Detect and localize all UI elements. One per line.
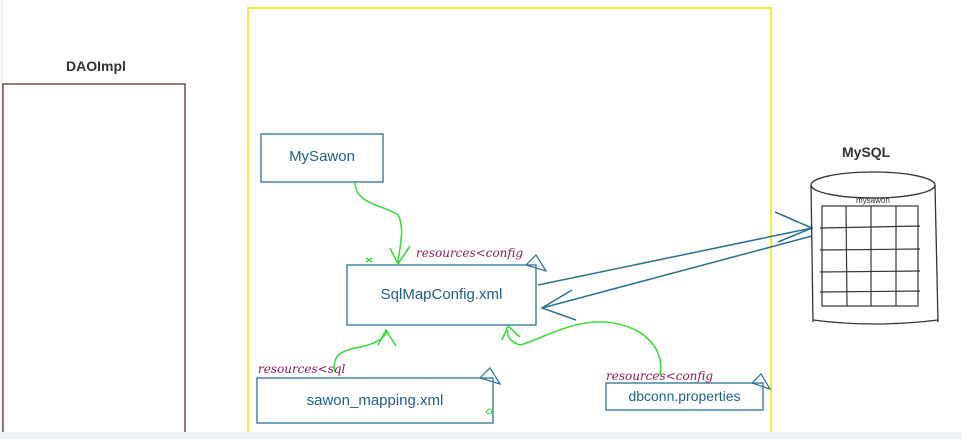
arrow-mysawon-to-sqlmap (354, 181, 403, 263)
arrow-head-to-sqlmap (540, 289, 577, 321)
arrow-mysql-to-sqlmap (541, 235, 813, 309)
mysql-cylinder (810, 171, 939, 325)
mysawon-node: MySawon (289, 148, 355, 165)
dbconn-resource-annotation: resources<config (606, 369, 714, 383)
arrow-mapping-to-sqlmap (333, 330, 388, 373)
dbconn-node: dbconn.properties (628, 388, 741, 404)
bottom-toolbar-strip (0, 432, 962, 439)
sawon-mapping-node: sawon_mapping.xml (306, 392, 444, 409)
mysql-title: MySQL (842, 144, 891, 160)
arrow-head-mysawon (389, 245, 411, 266)
dbconn-box (605, 382, 764, 411)
sqlmap-resource-annotation: resources<config (416, 246, 524, 260)
sawon-mapping-box (256, 377, 494, 424)
arrow-sqlmap-to-mysql (537, 227, 813, 286)
sqlmapconfig-box (346, 264, 537, 326)
mapping-resource-annotation: resources<sql (258, 362, 346, 376)
daoimpl-title: DAOImpl (66, 58, 126, 74)
daoimpl-box (2, 83, 186, 435)
mysql-table-grid (819, 205, 921, 307)
sqlmapconfig-corner-mark (524, 254, 548, 273)
mysql-table-label: mysawon (856, 196, 890, 205)
arrow-dbconn-to-sqlmap (506, 321, 662, 376)
sqlmapconfig-node: SqlMapConfig.xml (380, 286, 503, 303)
arrow-head-dbconn (501, 324, 521, 341)
arrow-head-mapping (377, 328, 397, 347)
green-x-mark (365, 257, 373, 263)
mysawon-box (260, 133, 384, 183)
dbconn-corner-mark (750, 373, 772, 391)
green-scribble (485, 408, 493, 415)
sawon-mapping-corner-mark (478, 367, 502, 386)
